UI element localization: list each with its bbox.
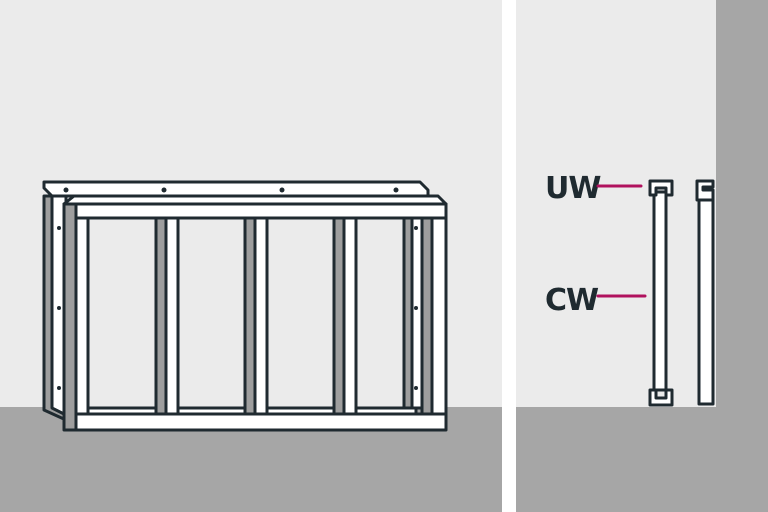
label-uw-text: UW xyxy=(545,171,601,206)
panel-divider xyxy=(502,0,516,512)
cw-profile-body xyxy=(652,190,668,392)
right-panel-side-wall xyxy=(716,0,768,512)
side-profile-body xyxy=(697,194,715,406)
front-left-stud xyxy=(74,216,90,416)
uw-track-bottom xyxy=(648,388,674,407)
front-left-stud-shadow xyxy=(62,202,78,432)
intermediate-studs xyxy=(154,216,358,416)
front-bottom-track xyxy=(74,412,448,432)
label-uw: UW xyxy=(545,171,643,206)
uw-track-top xyxy=(648,179,674,197)
stud-1 xyxy=(164,216,180,416)
right-outer-stud xyxy=(430,216,448,416)
left-stud-screws xyxy=(57,226,61,390)
right-stud-screws xyxy=(414,226,418,390)
back-top-track xyxy=(42,180,430,198)
right-panel-wall xyxy=(516,0,716,407)
label-cw: CW xyxy=(545,283,647,318)
stud-3 xyxy=(342,216,358,416)
side-profile-top-cap xyxy=(695,179,715,202)
profile-sections xyxy=(648,179,715,407)
stud-2 xyxy=(253,216,269,416)
track-screws xyxy=(63,187,399,193)
front-top-track xyxy=(62,202,448,220)
label-cw-text: CW xyxy=(545,283,599,318)
stud-frame xyxy=(42,180,448,432)
